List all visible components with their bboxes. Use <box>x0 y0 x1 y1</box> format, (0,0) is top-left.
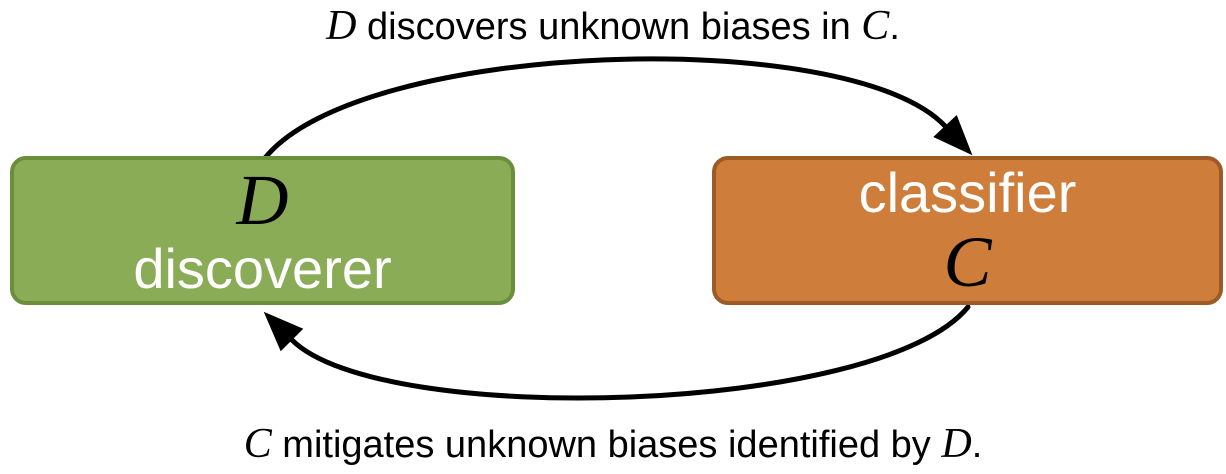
math-symbol-d: D <box>941 421 972 467</box>
top-arrow-curve <box>262 56 948 161</box>
math-symbol-c: C <box>243 421 272 467</box>
arrowhead-icon <box>263 311 304 352</box>
math-symbol-d: D <box>326 3 357 49</box>
bottom-arrow <box>263 304 971 401</box>
discoverer-label: discoverer <box>133 236 392 300</box>
classifier-label: classifier <box>858 160 1077 224</box>
classifier-symbol: C <box>943 221 992 302</box>
discoverer-symbol: D <box>236 159 289 240</box>
classifier-box: classifier C <box>712 156 1223 305</box>
bottom-arrow-label: C mitigates unknown biases identified by… <box>0 420 1226 468</box>
bottom-caption-text: mitigates unknown biases identified by <box>271 424 942 466</box>
bottom-arrow-curve <box>289 304 971 401</box>
top-arrow <box>262 56 973 161</box>
arrowhead-icon <box>933 115 973 156</box>
top-arrow-label: D discovers unknown biases in C. <box>0 2 1226 50</box>
top-caption-period: . <box>889 6 900 48</box>
discoverer-box: D discoverer <box>10 156 515 305</box>
math-symbol-c: C <box>861 3 890 49</box>
top-caption-text: discovers unknown biases in <box>356 6 862 48</box>
bottom-caption-period: . <box>971 424 983 466</box>
